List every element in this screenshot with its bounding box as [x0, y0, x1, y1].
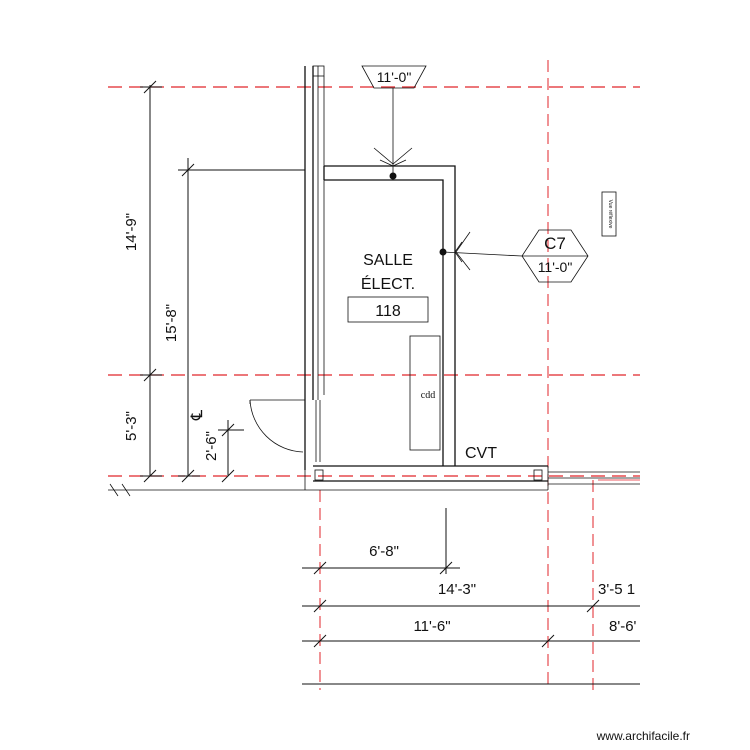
- section-mark-right-dimension: 11'-0": [538, 259, 573, 275]
- dimension-inner: [178, 158, 305, 483]
- dimension-bottom-right-2: 8'-6': [609, 618, 637, 635]
- dimension-door: [218, 420, 244, 483]
- dimension-bottom-2: [302, 599, 640, 613]
- room-number: 118: [375, 303, 401, 320]
- section-mark-right-id: C7: [544, 234, 566, 253]
- cabinet-cdd: [409, 335, 441, 451]
- section-mark-top-dimension: 11'-0": [377, 69, 412, 85]
- dimension-bottom-1: [302, 508, 460, 575]
- dimension-door-value: 2'-6": [203, 431, 220, 461]
- dimension-left-upper: 14'-9": [123, 213, 140, 251]
- dimension-bottom-right-1: 3'-5 1: [598, 581, 635, 598]
- floor-hatch: [109, 483, 131, 497]
- section-mark-top: 11'-0": [361, 65, 427, 180]
- cvt-label: CVT: [465, 445, 497, 462]
- room-wall-inner: [324, 179, 444, 466]
- legend-stamp-text: Vue réflexive: [607, 200, 613, 229]
- room-wall-outer: [324, 165, 456, 466]
- door-arc: [249, 399, 305, 453]
- wall-cap: [312, 65, 325, 77]
- cabinet-label: cdd: [421, 390, 435, 401]
- room-name-line1: SALLE: [363, 252, 413, 269]
- dimension-left-outer: [140, 80, 162, 483]
- dimension-bottom-3: [302, 634, 640, 648]
- section-mark-right-arrow: [455, 231, 471, 271]
- section-mark-top-dot: [389, 172, 397, 180]
- dimension-bottom-2-value: 14'-3": [438, 581, 476, 598]
- section-mark-right: C7 11'-0": [439, 229, 589, 283]
- bottom-post-left: [314, 469, 324, 481]
- walls: [108, 65, 640, 497]
- room-name-line2: ÉLECT.: [361, 274, 415, 293]
- section-mark-top-shape: [361, 65, 427, 89]
- dimension-bottom-3-value: 11'-6": [413, 618, 450, 635]
- dimension-bottom-1-value: 6'-8": [369, 543, 399, 560]
- dimension-inner-value: 15'-8": [163, 304, 180, 342]
- section-mark-right-dot: [439, 248, 447, 256]
- centerline-symbol: ℄: [189, 409, 206, 421]
- legend-stamp-box: [601, 191, 617, 237]
- bottom-post-right: [533, 469, 543, 481]
- watermark: www.archifacile.fr: [596, 729, 690, 743]
- section-mark-top-arrow: [373, 147, 413, 165]
- door-swing: [249, 399, 305, 453]
- room-number-box: [347, 296, 429, 323]
- dimension-left-lower: 5'-3": [123, 411, 140, 441]
